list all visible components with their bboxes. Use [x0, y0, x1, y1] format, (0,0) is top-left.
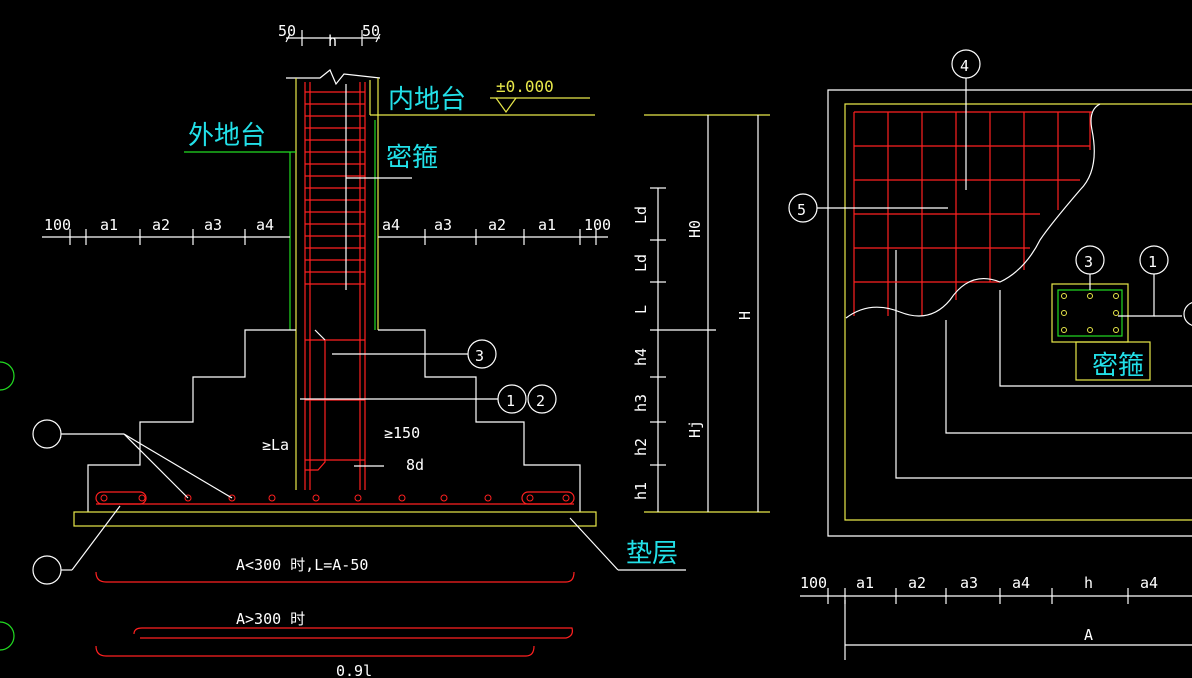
plan-view: 密箍 4 5 3 1 100 a1 a2 a3 a4 h a4 A — [788, 49, 1192, 660]
note-case2: A>300 时 — [236, 610, 305, 628]
callout-1: 1 — [506, 392, 515, 410]
callout-2: 2 — [536, 392, 545, 410]
dim-ge-150: ≥150 — [384, 424, 420, 442]
dim-ld-1: Ld — [632, 206, 650, 224]
vertical-dims: Ld Ld L h4 h3 h2 h1 H0 Hj H — [632, 114, 770, 513]
dim-h: h — [328, 32, 337, 50]
dim-a3-right: a3 — [434, 216, 452, 234]
cushion-label: 垫层 — [626, 539, 678, 569]
elevation-label: ±0.000 — [496, 77, 554, 96]
outer-platform-label: 外地台 — [188, 121, 266, 151]
dim-ld-2: Ld — [632, 254, 650, 272]
dim-a4-right: a4 — [382, 216, 400, 234]
callout-4: 4 — [960, 57, 969, 75]
stirrups — [305, 91, 365, 461]
dim-a2-left: a2 — [152, 216, 170, 234]
dim-a1-left: a1 — [100, 216, 118, 234]
plan-dim-100: 100 — [800, 574, 827, 592]
dim-a3-left: a3 — [204, 216, 222, 234]
dim-100-right: 100 — [584, 216, 611, 234]
dim-a2-right: a2 — [488, 216, 506, 234]
plan-dim-a2: a2 — [908, 574, 926, 592]
dense-stirrup-label: 密箍 — [386, 143, 438, 173]
dim-a1-right: a1 — [538, 216, 556, 234]
dim-h0: H0 — [686, 220, 704, 238]
callout-3: 3 — [475, 347, 484, 365]
plan-dim-a1: a1 — [856, 574, 874, 592]
dim-8d: 8d — [406, 456, 424, 474]
dim-H: H — [736, 311, 754, 320]
dim-l: L — [632, 305, 650, 314]
plan-dim-A: A — [1084, 626, 1093, 644]
dim-50-right: 50 — [362, 22, 380, 40]
plan-dim-a4-right: a4 — [1140, 574, 1158, 592]
dim-100-left: 100 — [44, 216, 71, 234]
dim-ge-la: ≥La — [262, 436, 289, 454]
plan-dim-a4: a4 — [1012, 574, 1030, 592]
dim-h1: h1 — [632, 482, 650, 500]
plan-dim-a3: a3 — [960, 574, 978, 592]
plan-callout-1: 1 — [1148, 253, 1157, 271]
note-case1: A<300 时,L=A-50 — [236, 556, 368, 574]
dim-50-left: 50 — [278, 22, 296, 40]
plan-mesh — [853, 111, 1092, 316]
note-bottom: 0.9l — [336, 662, 372, 678]
plan-dim-h: h — [1084, 574, 1093, 592]
callout-5: 5 — [797, 201, 806, 219]
dim-a4-left: a4 — [256, 216, 274, 234]
dim-h3: h3 — [632, 394, 650, 412]
dim-h2: h2 — [632, 438, 650, 456]
dim-hj: Hj — [686, 420, 704, 438]
section-view: 50 h 50 ±0.000 — [0, 22, 686, 678]
dim-h4: h4 — [632, 348, 650, 366]
inner-platform-label: 内地台 — [388, 85, 466, 115]
plan-callout-3: 3 — [1084, 253, 1093, 271]
plan-dense-stirrup-label: 密箍 — [1092, 351, 1144, 381]
